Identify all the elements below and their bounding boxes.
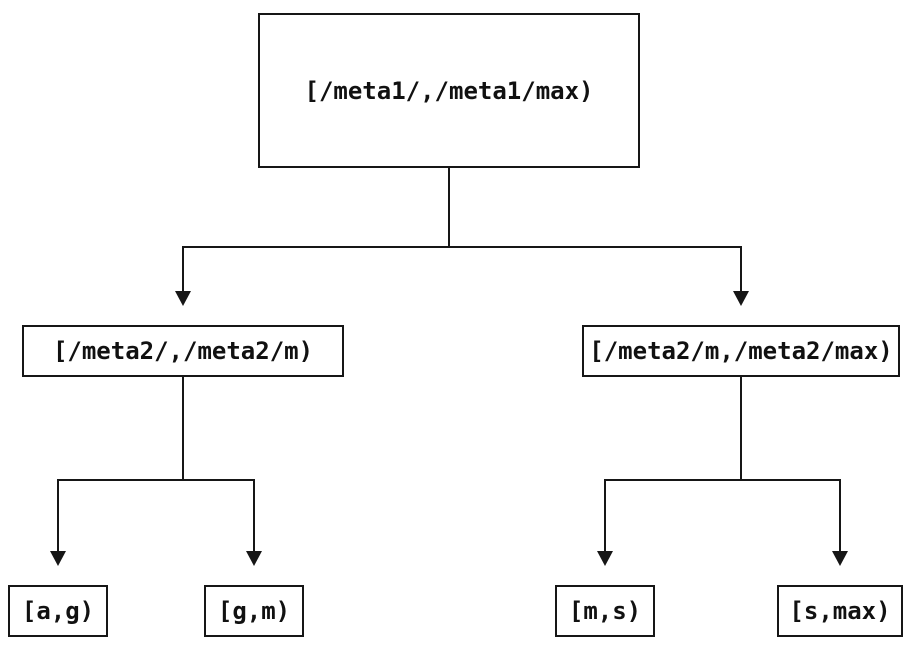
node-leaf-gm-label: [g,m) [217, 597, 291, 625]
connector-root-crossbar [182, 246, 742, 248]
connector-left-drop-1 [57, 479, 59, 551]
node-leaf-ag-label: [a,g) [21, 597, 95, 625]
connector-right-crossbar [604, 479, 841, 481]
arrow-down-icon [50, 551, 66, 566]
connector-root-left-drop [182, 246, 184, 291]
connector-right-stem [740, 377, 742, 481]
node-left-label: [/meta2/,/meta2/m) [52, 337, 314, 365]
connector-root-stem [448, 168, 450, 247]
node-leaf-gm: [g,m) [204, 585, 304, 637]
arrow-down-icon [733, 291, 749, 306]
arrow-down-icon [832, 551, 848, 566]
connector-left-drop-2 [253, 479, 255, 551]
node-leaf-ms-label: [m,s) [568, 597, 642, 625]
node-left: [/meta2/,/meta2/m) [22, 325, 344, 377]
connector-left-stem [182, 377, 184, 481]
node-leaf-smax-label: [s,max) [789, 597, 891, 625]
node-root-label: [/meta1/,/meta1/max) [304, 76, 594, 105]
connector-right-drop-1 [604, 479, 606, 551]
node-leaf-ag: [a,g) [8, 585, 108, 637]
node-root: [/meta1/,/meta1/max) [258, 13, 640, 168]
connector-right-drop-2 [839, 479, 841, 551]
arrow-down-icon [246, 551, 262, 566]
arrow-down-icon [175, 291, 191, 306]
node-right-label: [/meta2/m,/meta2/max) [589, 337, 893, 365]
node-right: [/meta2/m,/meta2/max) [582, 325, 900, 377]
arrow-down-icon [597, 551, 613, 566]
node-leaf-smax: [s,max) [777, 585, 903, 637]
connector-left-crossbar [57, 479, 255, 481]
connector-root-right-drop [740, 246, 742, 291]
node-leaf-ms: [m,s) [555, 585, 655, 637]
